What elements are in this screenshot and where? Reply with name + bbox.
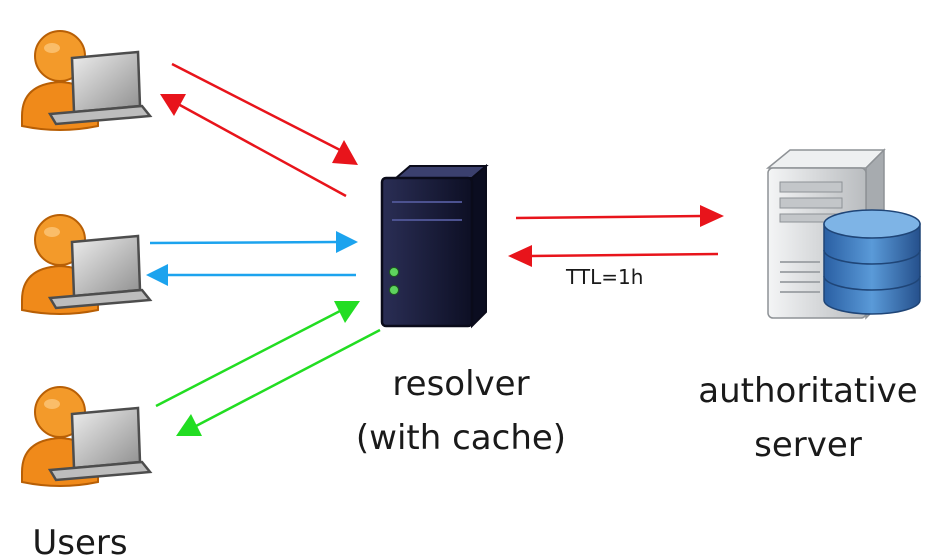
- user-icon-top: [20, 29, 152, 132]
- arrow-resolver-to-middle-user: [146, 264, 356, 286]
- user-icon-bottom: [20, 385, 152, 488]
- authoritative-label-line1: authoritative: [698, 371, 917, 411]
- arrow-bottom-user-to-resolver: [155, 301, 360, 408]
- users-label: Users: [32, 523, 127, 560]
- resolver-server-icon: [380, 163, 489, 329]
- ttl-label: TTL=1h: [565, 265, 643, 289]
- arrow-resolver-to-top-user: [160, 94, 347, 198]
- resolver-label-line1: resolver: [392, 364, 529, 404]
- arrow-resolver-to-authoritative: [515, 205, 724, 227]
- arrow-authoritative-to-resolver: [508, 245, 719, 267]
- database-icon: [823, 209, 921, 315]
- arrow-top-user-to-resolver: [171, 62, 358, 165]
- user-icon-middle: [20, 213, 152, 316]
- resolver-label-line2: (with cache): [356, 418, 566, 458]
- authoritative-server-icon: [765, 148, 921, 320]
- arrow-middle-user-to-resolver: [149, 231, 358, 253]
- authoritative-label-line2: server: [754, 425, 862, 465]
- arrow-resolver-to-bottom-user: [176, 328, 381, 436]
